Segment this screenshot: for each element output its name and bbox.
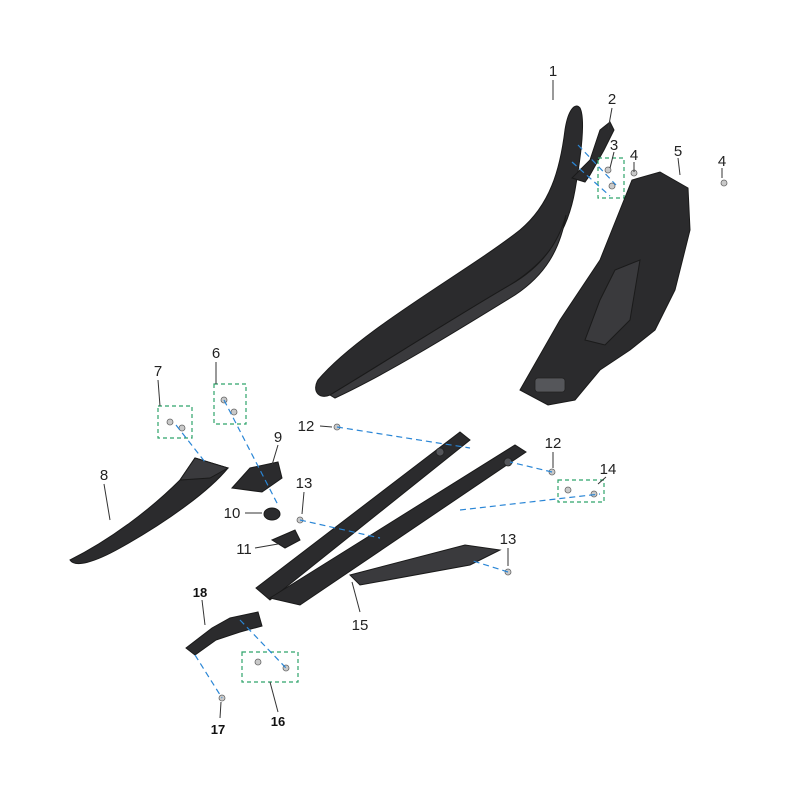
callout-17: 17 [211, 722, 225, 737]
part-seat [315, 105, 583, 399]
part-rear-fender [69, 457, 230, 564]
callout-13b: 13 [500, 531, 517, 548]
callout-10: 10 [224, 505, 241, 522]
callout-18: 18 [193, 585, 207, 600]
callout-4a: 4 [630, 147, 638, 164]
callout-3: 3 [610, 137, 618, 154]
callout-8: 8 [100, 467, 108, 484]
callout-11: 11 [236, 541, 252, 558]
callout-9: 9 [274, 429, 282, 446]
part-bolts-6 [213, 383, 247, 425]
part-clip-11 [270, 529, 301, 549]
callout-5: 5 [674, 143, 682, 160]
callout-2: 2 [608, 91, 616, 108]
part-fasteners [296, 423, 605, 576]
callout-14: 14 [600, 461, 617, 478]
callout-13a: 13 [296, 475, 313, 492]
part-bolts-16 [241, 651, 299, 683]
part-seat-bracket [571, 121, 615, 183]
callout-7: 7 [154, 363, 162, 380]
callout-12b: 12 [545, 435, 562, 452]
part-bolts-3 [597, 157, 625, 199]
callout-6: 6 [212, 345, 220, 362]
part-mount-18 [185, 611, 263, 656]
callout-16: 16 [271, 714, 285, 729]
part-subframe [255, 431, 527, 606]
part-side-cover [519, 171, 691, 406]
callout-leaders [103, 80, 723, 719]
callout-12a: 12 [298, 418, 315, 435]
assembly-centerlines [175, 144, 617, 699]
part-grommet-10 [263, 507, 281, 521]
callout-1: 1 [549, 63, 557, 80]
callout-15: 15 [352, 617, 369, 634]
part-bracket-9 [230, 461, 283, 493]
callout-4b: 4 [718, 153, 726, 170]
callout-labels: 1 2 3 4 4 5 6 7 8 9 10 11 12 12 13 13 14… [100, 63, 726, 737]
part-bolts-7 [157, 405, 193, 439]
